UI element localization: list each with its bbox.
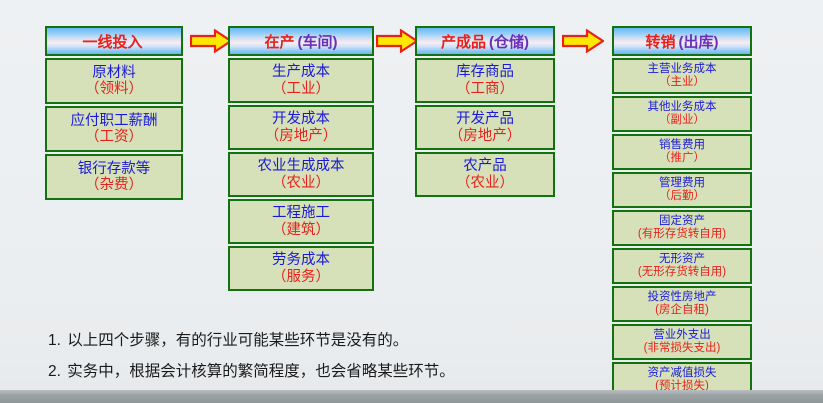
flow-item-sub: （推广） [659, 152, 705, 164]
slide-bottom-band [0, 390, 823, 403]
flow-item: 应付职工薪酬 （工资） [45, 106, 183, 152]
column-header-2-sub: (车间) [297, 33, 338, 51]
flow-item-sub: （领料） [85, 81, 143, 97]
note-number: 1. [48, 332, 61, 349]
flow-item-sub: （工业） [272, 80, 330, 97]
flow-item-sub: （农业） [456, 174, 514, 191]
flow-item: 劳务成本 （服务） [228, 246, 374, 291]
flow-item: 库存商品 （工商） [415, 58, 555, 103]
flow-item: 开发成本 （房地产） [228, 105, 374, 150]
flow-item: 投资性房地产 (房企自租) [612, 286, 752, 322]
column-header-4-sub: (出库) [678, 33, 719, 51]
flow-item-sub: (有形存货转自用) [637, 228, 727, 240]
flow-item-sub: （服务） [272, 268, 330, 285]
flow-column-yixiantouru: 一线投入 原材料 （领料） 应付职工薪酬 （工资） 银行存款等 （杂费） [45, 26, 183, 200]
flow-item-sub: （房地产） [264, 127, 338, 144]
column-4-items: 主营业务成本 （主业） 其他业务成本 （副业） 销售费用 （推广） 管理费用 （… [612, 58, 752, 398]
flow-column-zaichan: 在产 (车间) 生产成本 （工业） 开发成本 （房地产） 农业生成成本 （农业）… [228, 26, 374, 291]
flow-item-sub: (房企自租) [655, 304, 709, 316]
flow-item-main: 无形资产 [659, 253, 705, 266]
flow-item-main: 农业生成成本 [257, 158, 345, 175]
flow-item: 销售费用 （推广） [612, 134, 752, 170]
flow-item: 生产成本 （工业） [228, 58, 374, 103]
flow-item: 营业外支出 (非常损失支出) [612, 324, 752, 360]
flow-item-sub: （副业） [659, 114, 705, 126]
flow-item: 无形资产 (无形存货转自用) [612, 248, 752, 284]
column-1-items: 原材料 （领料） 应付职工薪酬 （工资） 银行存款等 （杂费） [45, 58, 183, 200]
flow-item-sub: （杂费） [85, 177, 143, 193]
flow-item-sub: （工资） [85, 129, 143, 145]
note-number: 2. [48, 362, 61, 380]
flow-item: 农产品 （农业） [415, 152, 555, 197]
flow-item: 固定资产 (有形存货转自用) [612, 210, 752, 246]
flow-item: 主营业务成本 （主业） [612, 58, 752, 94]
flow-item-main: 开发成本 [272, 111, 330, 128]
flow-item: 开发产品 （房地产） [415, 105, 555, 150]
flow-item-main: 原材料 [92, 64, 136, 81]
flow-item-sub: （建筑） [272, 221, 330, 238]
flow-item-main: 管理费用 [659, 177, 705, 190]
note-text: 以上四个步骤，有的行业可能某些环节是没有的。 [67, 332, 409, 349]
arrow-right-icon [562, 29, 604, 53]
flow-item-main: 农产品 [463, 158, 507, 175]
flow-item-sub: （后勤） [659, 190, 705, 202]
flow-item: 其他业务成本 （副业） [612, 96, 752, 132]
flow-item-main: 生产成本 [272, 64, 330, 81]
note-text: 实务中，根据会计核算的繁简程度，也会省略某些环节。 [67, 362, 455, 380]
flow-item-main: 工程施工 [272, 205, 330, 222]
flow-item: 工程施工 （建筑） [228, 199, 374, 244]
column-2-items: 生产成本 （工业） 开发成本 （房地产） 农业生成成本 （农业） 工程施工 （建… [228, 58, 374, 291]
column-header-2: 在产 (车间) [228, 26, 374, 56]
flow-item: 管理费用 （后勤） [612, 172, 752, 208]
flow-item-main: 投资性房地产 [647, 291, 717, 304]
arrow-right-icon [190, 29, 232, 53]
flow-item-main: 劳务成本 [272, 252, 330, 269]
column-3-items: 库存商品 （工商） 开发产品 （房地产） 农产品 （农业） [415, 58, 555, 197]
flow-item-main: 营业外支出 [653, 329, 711, 342]
arrow-right-icon [376, 29, 418, 53]
flow-item-main: 开发产品 [456, 111, 514, 128]
column-header-2-main: 在产 [264, 33, 295, 51]
flow-column-zhuanxiao: 转销 (出库) 主营业务成本 （主业） 其他业务成本 （副业） 销售费用 （推广… [612, 26, 752, 398]
flow-item-main: 其他业务成本 [647, 101, 717, 114]
flow-item-main: 销售费用 [659, 139, 705, 152]
note-item: 2. 实务中，根据会计核算的繁简程度，也会省略某些环节。 [48, 363, 608, 381]
flow-item-sub: （主业） [659, 76, 705, 88]
flow-item-main: 资产减值损失 [647, 367, 717, 380]
column-header-3-main: 产成品 [440, 33, 486, 51]
flow-item-sub: (无形存货转自用) [637, 266, 727, 278]
flow-item-sub: （工商） [456, 80, 514, 97]
column-header-1-main: 一线投入 [82, 33, 143, 51]
flow-item-main: 应付职工薪酬 [70, 112, 158, 129]
notes-section: 1. 以上四个步骤，有的行业可能某些环节是没有的。 2. 实务中，根据会计核算的… [48, 332, 608, 394]
column-header-3-sub: (仓储) [489, 33, 529, 51]
flow-item: 原材料 （领料） [45, 58, 183, 104]
flow-item-sub: （农业） [272, 174, 330, 191]
flow-item-main: 库存商品 [456, 64, 514, 81]
note-item: 1. 以上四个步骤，有的行业可能某些环节是没有的。 [48, 332, 608, 350]
flow-column-chanchengpin: 产成品 (仓储) 库存商品 （工商） 开发产品 （房地产） 农产品 （农业） [415, 26, 555, 197]
flow-item-main: 主营业务成本 [647, 63, 717, 76]
flow-item: 银行存款等 （杂费） [45, 154, 183, 200]
flow-item-main: 固定资产 [659, 215, 705, 228]
flow-item: 农业生成成本 （农业） [228, 152, 374, 197]
flow-item-sub: （房地产） [448, 127, 522, 144]
column-header-4-main: 转销 [645, 33, 676, 51]
flow-item-main: 银行存款等 [77, 160, 151, 177]
column-header-1: 一线投入 [45, 26, 183, 56]
flow-item-sub: (预计损失) [655, 380, 709, 392]
flow-item-sub: (非常损失支出) [643, 342, 721, 354]
column-header-4: 转销 (出库) [612, 26, 752, 56]
column-header-3: 产成品 (仓储) [415, 26, 555, 56]
